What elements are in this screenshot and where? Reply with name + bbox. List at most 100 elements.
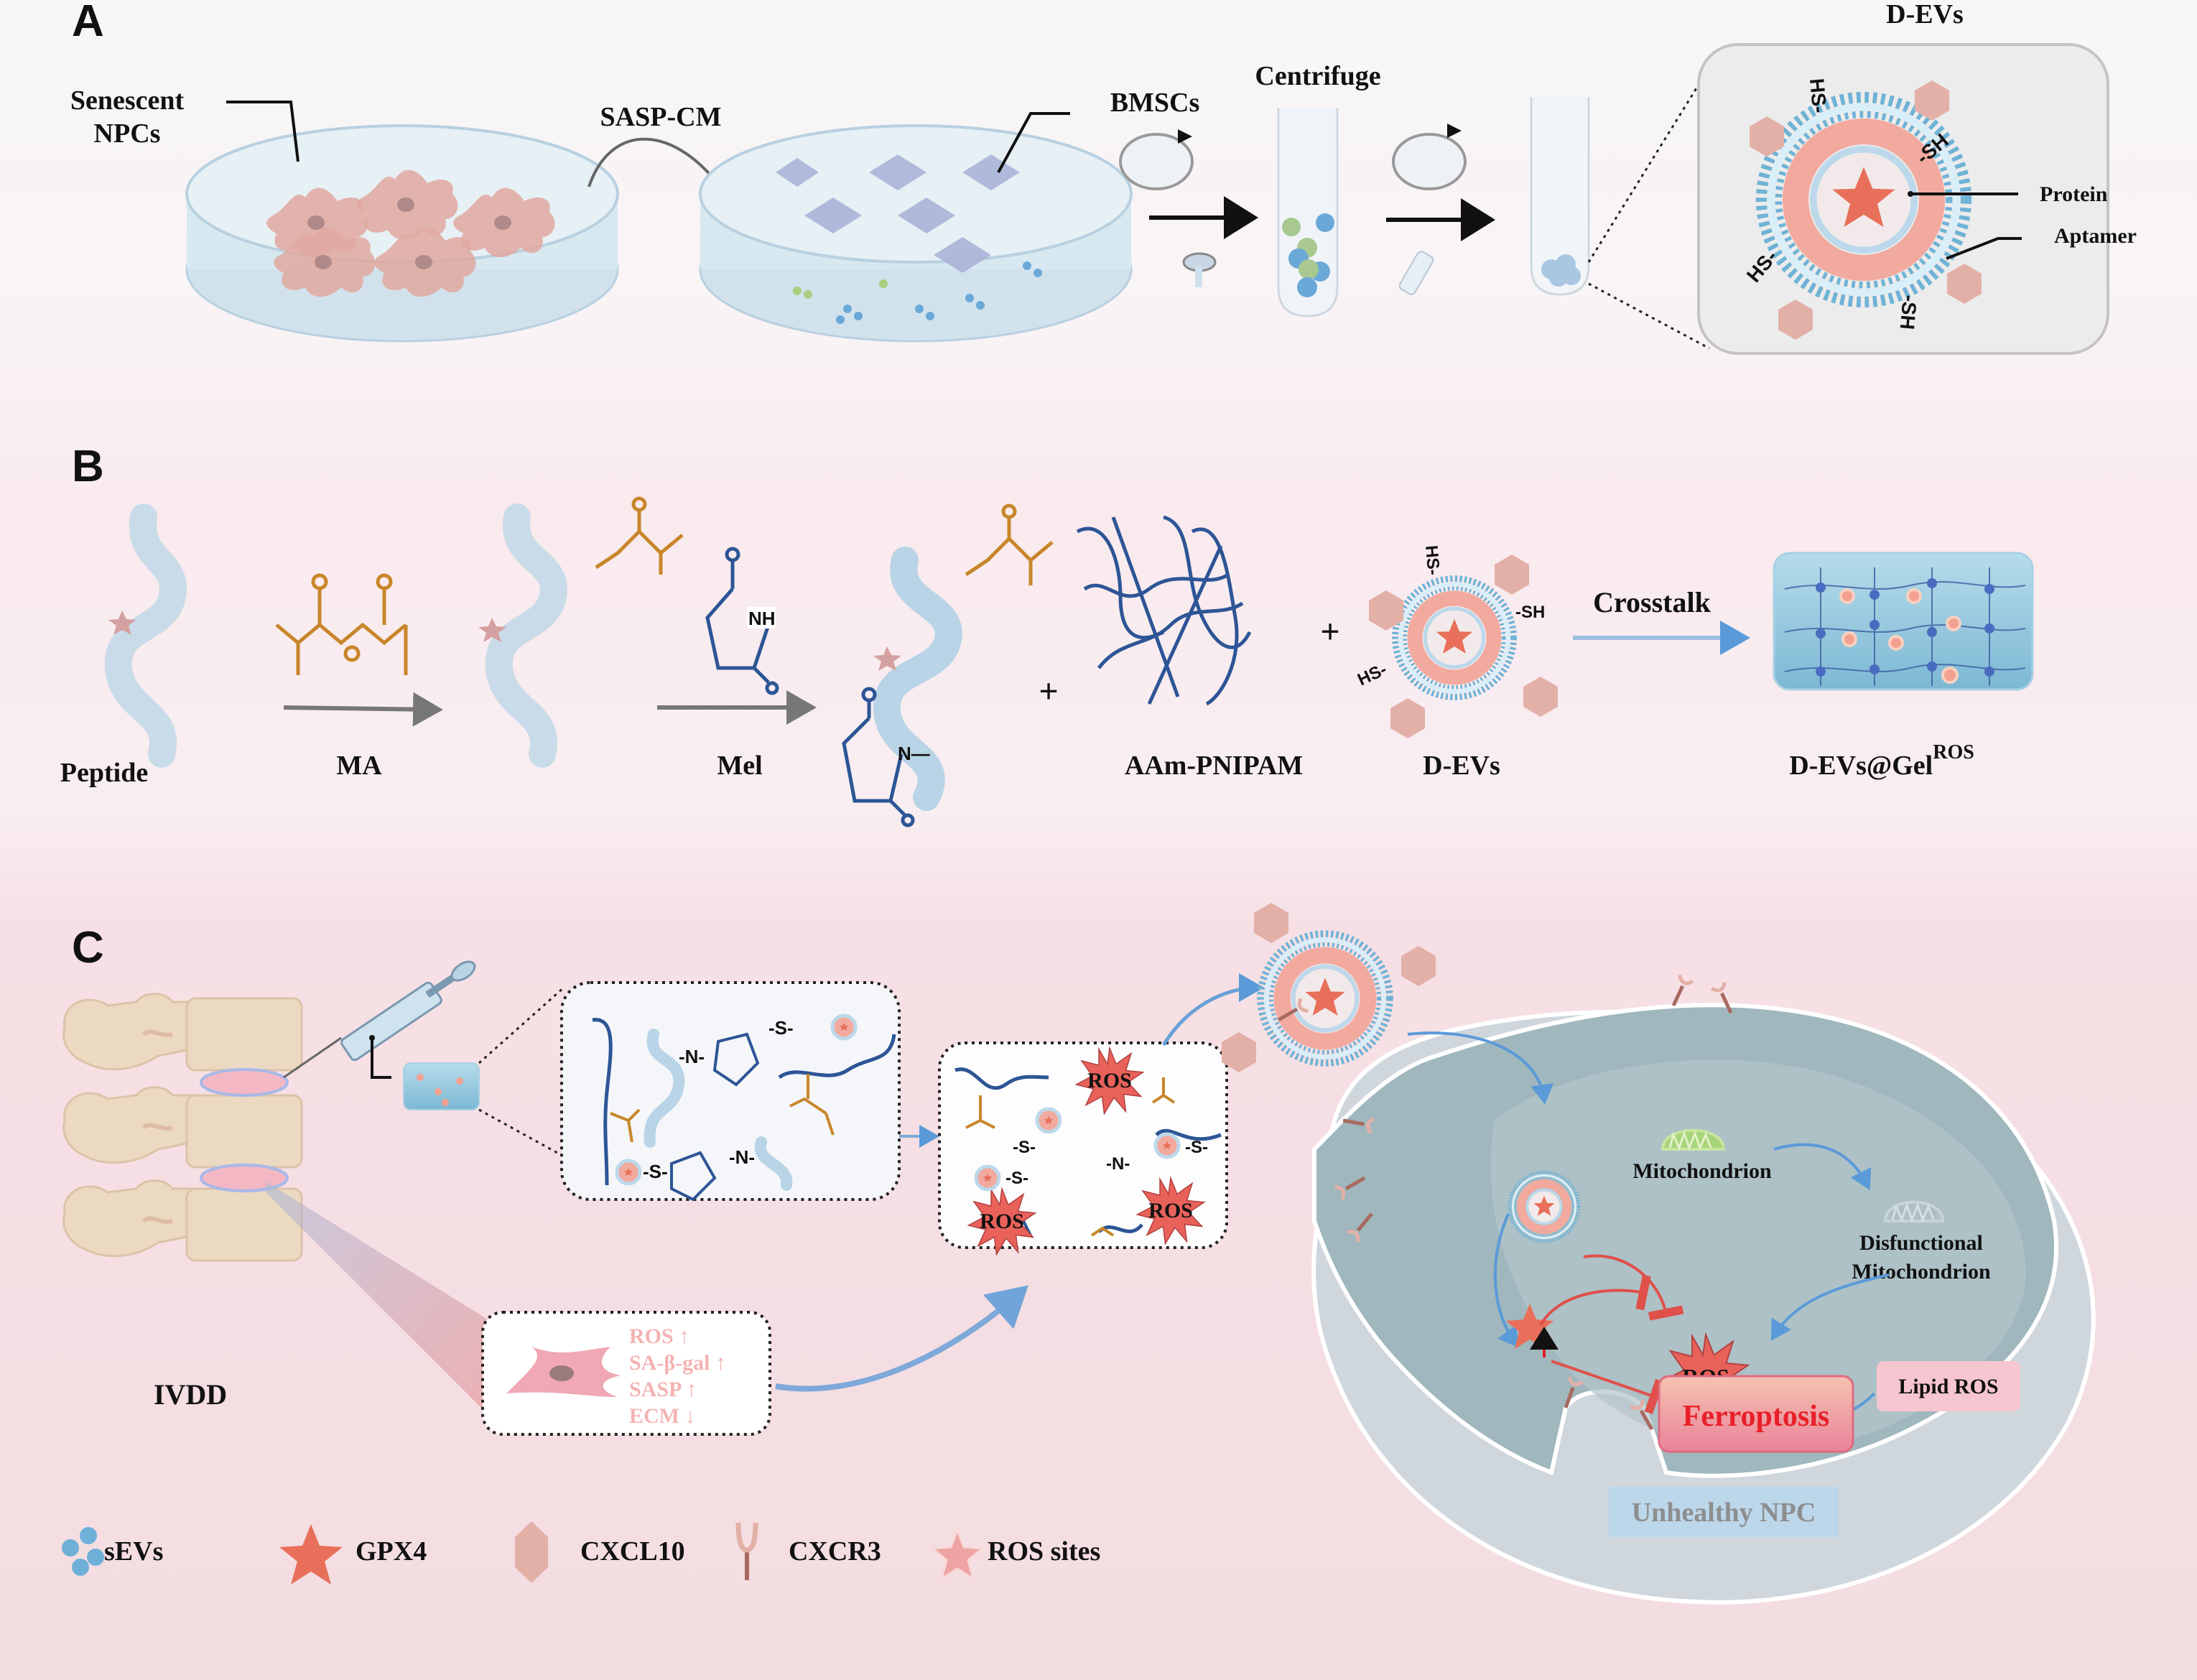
ros-label: ROS [980,1210,1024,1233]
ros-site-star [478,618,506,642]
hydrogel-block [1773,552,2034,691]
rotation-arrowhead [1178,129,1192,144]
gpx4-release-arrow [1493,1213,1519,1348]
legend-label: ROS sites [988,1536,1100,1567]
cxcl10-hexagon [1390,698,1425,738]
ferroptosis-box [1658,1375,1854,1453]
plus-sign: + [1039,672,1058,710]
s-link-label: -S- [768,1017,794,1039]
syringe-icon [283,960,476,1079]
gpx4-star-icon [279,1524,343,1584]
d-evs-title: D-EVs [1886,0,1964,29]
senescent-npc-cell [506,1347,621,1397]
ivdd-label: IVDD [154,1378,227,1411]
syringe-filter-icon [1182,252,1217,287]
nh-label: NH [748,608,776,629]
hydrogel-leader [371,1038,391,1079]
hydrogel-block-small [403,1062,480,1110]
lipid-ros-label: Lipid ROS [1898,1375,1998,1398]
falcon-tube-icon [1398,251,1434,295]
senescent-npcs-label-1: Senescent [70,85,185,116]
dev-inhibits-ros [1583,1254,1684,1321]
product-main: D-EVs@Gel [1789,751,1933,781]
cxcr3-receptor-icon [735,1522,758,1580]
plus-sign: + [1320,613,1339,651]
aam-pnipam-label: AAm-PNIPAM [1125,751,1303,781]
mito-to-ros-arrow [1770,1273,1890,1341]
cxcl10-hexagon [1254,903,1288,943]
senescent-npcs-leader [226,101,299,162]
ferroptosis-label: Ferroptosis [1683,1400,1830,1433]
zoom-line-bottom [1588,282,1710,350]
product-label: D-EVs@GelROS [1789,741,1974,781]
lipid-ros-box [1877,1361,2020,1411]
n-dash-label: N— [898,743,930,764]
intervertebral-disc [200,1068,289,1097]
marker-ecm: ECM ↓ [629,1404,696,1428]
thiol-label: HS- [1421,544,1444,576]
d-ev-vesicle-small [1395,579,1514,697]
methacrylate-group [965,503,1054,585]
peptide-chain [104,503,187,768]
centrifuge-rotation-icon-2 [1392,133,1467,190]
sasp-cm-label: SASP-CM [600,102,722,132]
legend-label: GPX4 [356,1536,427,1567]
maleimide-group [842,687,915,827]
maleimide-structure [705,547,779,695]
methacrylic-anhydride-structure [275,573,408,675]
legend-item-ros-sites: ROS sites [929,1526,1100,1582]
cxcl10-hexagon [1523,677,1558,717]
release-arrow [1161,973,1264,1046]
cxcl10-hexagon [1495,554,1529,595]
centrifuge-tube-1 [1277,108,1339,317]
ros-site-star [108,611,136,635]
protein-label: Protein [2040,182,2108,206]
ma-label: MA [336,751,382,781]
legend-label: CXCR3 [789,1536,881,1567]
aptamer-leader [1946,237,2022,260]
s-link-label: -S- [1185,1138,1208,1157]
disfunctional-label-2: Mitochondrion [1852,1260,1991,1284]
legend-label: sEVs [104,1536,163,1567]
senescence-markers: ROS ↑ SA-β-gal ↑ SASP ↑ ECM ↓ [629,1324,726,1428]
marker-ros: ROS ↑ [629,1324,689,1348]
mitochondrion-icon [1660,1128,1726,1151]
ros-degraded-detail: ROS ROS ROS -S- -S- -S- -N- [954,1047,1222,1256]
product-superscript: ROS [1933,741,1974,764]
legend-item-cxcr3: CXCR3 [735,1522,881,1580]
gpx4-inhibits-ros [1539,1274,1651,1326]
disfunctional-label-1: Disfunctional [1859,1231,1983,1255]
mito-dysfunction-arrow [1773,1143,1872,1191]
spine-vertebrae [62,993,303,1262]
d-evs-label: D-EVs [1423,751,1500,781]
reaction-arrow-ma [283,692,443,727]
panel-a-letter: A [72,0,104,46]
legend: sEVs GPX4 CXCL10 CXCR3 ROS sites [62,1521,1100,1584]
methacrylate-group [595,496,684,575]
released-d-ev [1260,934,1390,1063]
senescent-npc-dish [185,124,619,343]
ros-site-star [873,646,901,671]
unhealthy-npc-cell [1275,975,2096,1605]
peptide-chain-ma [485,503,567,768]
ros-label: ROS [1148,1199,1193,1222]
s-link-label: -S- [643,1161,668,1182]
bmscs-leader [997,112,1070,173]
centrifuge-tube-2 [1530,97,1590,296]
panel-b-letter: B [72,442,104,491]
peptide-label: Peptide [60,758,148,788]
thiol-label: -SH [1896,294,1921,330]
legend-label: CXCL10 [580,1536,685,1567]
sevs-dots-icon [62,1527,104,1576]
zoom-line-top [1587,78,1704,263]
s-link-label: -S- [1005,1169,1028,1188]
cxcl10-hexagon-icon [515,1521,548,1583]
s-link-label: -S- [1013,1138,1036,1157]
aam-pnipam-network [1076,515,1252,706]
n-link-label: -N- [1106,1154,1130,1174]
crosstalk-label: Crosstalk [1593,586,1711,618]
zoom-cone [266,1182,503,1429]
legend-item-cxcl10: CXCL10 [515,1521,685,1583]
gpx4-inhibits-ferroptosis [1551,1360,1664,1414]
